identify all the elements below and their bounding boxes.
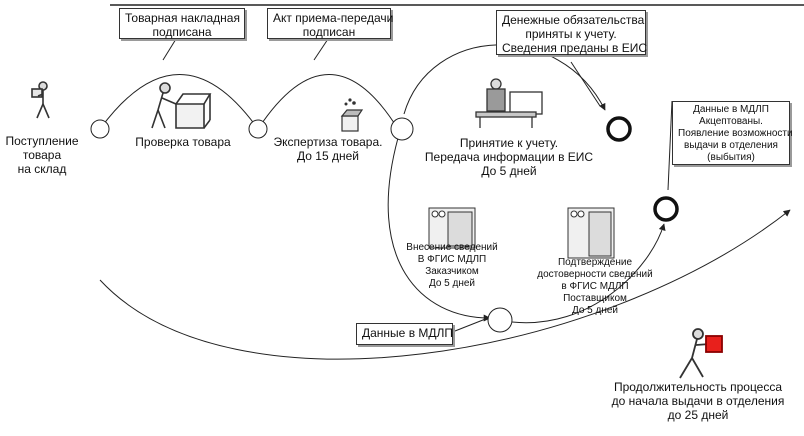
connector-act (313, 38, 329, 61)
label-total-duration: Продолжительность процесса до начала выд… (611, 380, 785, 422)
arc-arrival-to-check (99, 74, 259, 130)
accountant-icon (475, 78, 543, 128)
expertise-box-icon (340, 98, 364, 132)
label-accounting: Принятие к учету. Передача информации в … (424, 136, 594, 178)
arc-check-to-expertise (257, 74, 399, 130)
callout-invoice-signed: Товарная накладная подписана (119, 8, 245, 39)
label-customer-entry: Внесение сведений В ФГИС МДЛП Заказчиком… (406, 242, 498, 289)
milestone-mdlp-accepted (653, 196, 679, 222)
milestone-expertise (390, 117, 414, 141)
milestone-mdlp-data (487, 307, 513, 333)
worker-carrying-icon (31, 81, 50, 119)
label-supplier-confirm: Подтверждение достоверности сведений в Ф… (537, 257, 653, 316)
arc-to-mdlp-data (387, 137, 491, 322)
label-check: Проверка товара (135, 135, 231, 149)
server-cabinet-icon (567, 207, 615, 259)
callout-obligations: Денежные обязательства приняты к учету. … (496, 10, 647, 55)
milestone-arrival (90, 119, 110, 139)
connector-mdlp-accepted (667, 100, 673, 191)
connector-mdlp-data (454, 317, 489, 332)
arc-to-mdlp-accepted (511, 223, 666, 324)
milestone-check (248, 119, 268, 139)
label-expertise: Экспертиза товара. До 15 дней (273, 135, 383, 163)
arc-total-duration (99, 209, 791, 360)
worker-red-box-icon (679, 328, 723, 379)
callout-act-signed: Акт приема-передачи подписан (267, 8, 393, 39)
connector-obligations (570, 61, 601, 107)
connector-invoice (162, 38, 177, 61)
server-cabinet-icon (428, 207, 476, 249)
label-arrival: Поступление товара на склад (5, 134, 79, 176)
worker-checking-icon (151, 82, 212, 129)
callout-mdlp-accepted: Данные в МДЛП Акцептованы. Появление воз… (672, 101, 793, 165)
callout-mdlp-data: Данные в МДЛП (356, 323, 453, 345)
milestone-obligations (606, 116, 632, 142)
